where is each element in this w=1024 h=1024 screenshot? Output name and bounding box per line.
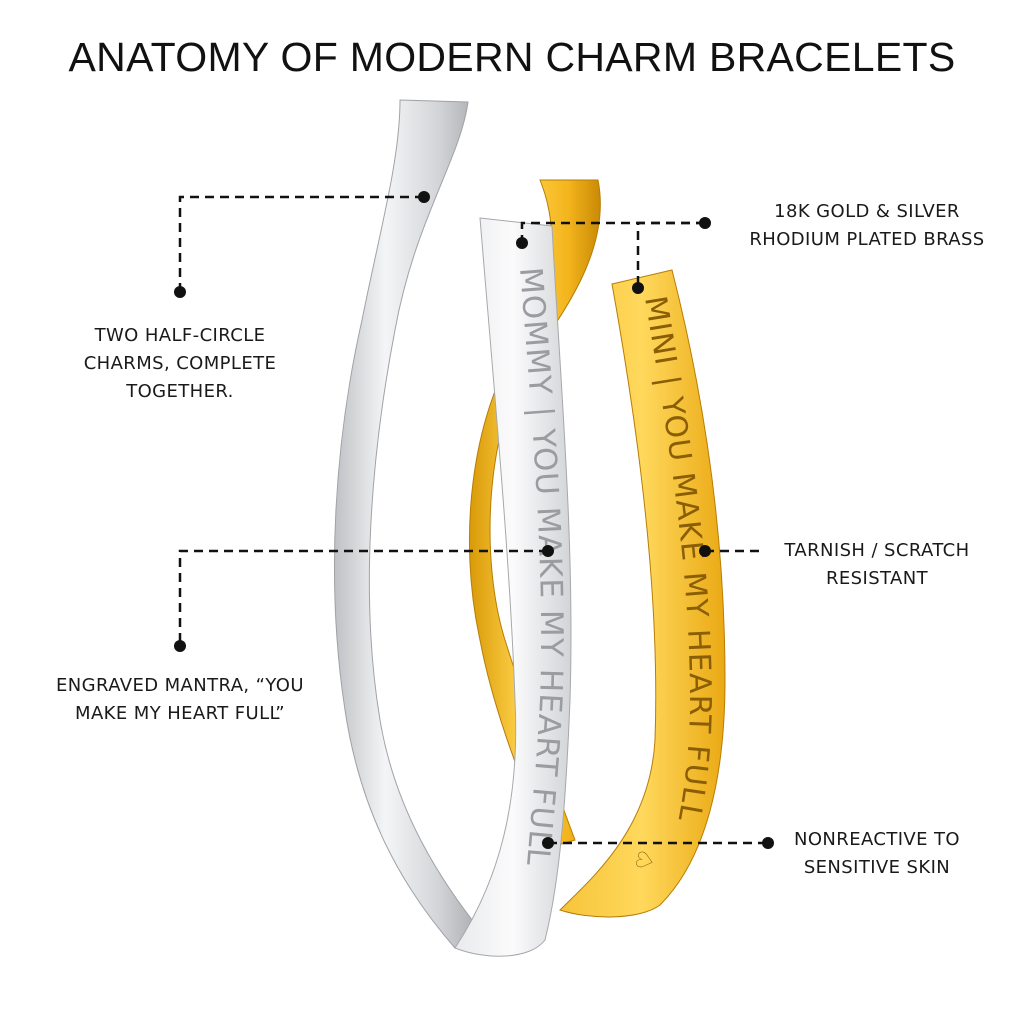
dot: [542, 837, 554, 849]
dot: [699, 545, 711, 557]
callout-half-circle: TWO HALF-CIRCLE CHARMS, COMPLETE TOGETHE…: [83, 325, 277, 402]
dot: [632, 282, 644, 294]
dot: [542, 545, 554, 557]
dot: [418, 191, 430, 203]
callout-skin: NONREACTIVE TO SENSITIVE SKIN: [793, 829, 961, 878]
dot: [516, 237, 528, 249]
silver-bracelet-outer: [333, 99, 481, 949]
dot: [174, 286, 186, 298]
callout-material: 18K GOLD & SILVER RHODIUM PLATED BRASS: [749, 201, 985, 250]
silver-bracelet-band: [454, 217, 572, 957]
leader-lines: [178, 195, 768, 845]
leader-mantra: [178, 549, 548, 646]
dot: [174, 640, 186, 652]
page-title: ANATOMY OF MODERN CHARM BRACELETS: [68, 34, 956, 80]
dot: [699, 217, 711, 229]
leader-dots: [174, 191, 774, 849]
dot: [762, 837, 774, 849]
callout-mantra: ENGRAVED MANTRA, “YOU MAKE MY HEART FULL…: [56, 675, 304, 724]
leader-half-circle: [178, 195, 424, 292]
gold-bracelet-band: [559, 269, 726, 918]
callout-tarnish: TARNISH / SCRATCH RESISTANT: [784, 540, 970, 589]
leader-material-gold: [636, 221, 705, 288]
